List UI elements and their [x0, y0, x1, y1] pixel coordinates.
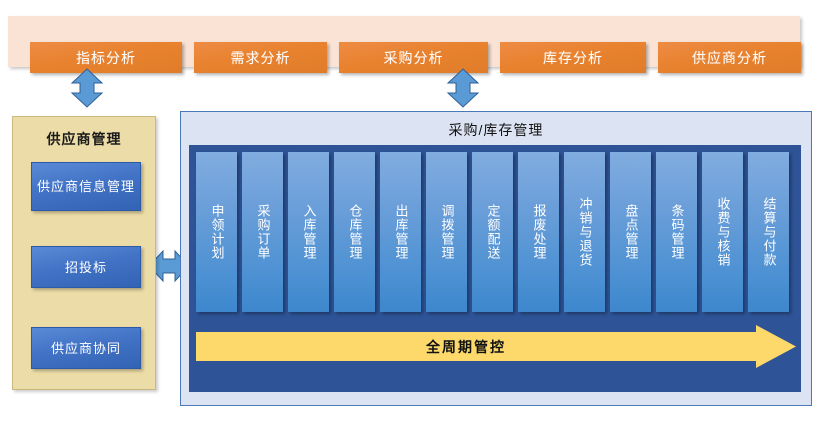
double-arrow-up-down-icon-right: [445, 68, 481, 108]
sidebar-item-bidding[interactable]: 招投标: [31, 246, 141, 288]
purchase-inventory-panel: 采购/库存管理 申领计划 采购订单 入库管理 仓库管理 出库管理 调拨管理 定额…: [180, 111, 812, 406]
supplier-management-panel: 供应商管理 供应商信息管理 招投标 供应商协同: [12, 116, 156, 390]
module-container: 申领计划 采购订单 入库管理 仓库管理 出库管理 调拨管理 定额配送 报废处理 …: [189, 145, 801, 392]
lifecycle-arrow-label: 全周期管控: [426, 338, 506, 355]
double-arrow-up-down-icon-left: [69, 68, 105, 108]
module-column-stocktaking[interactable]: 盘点管理: [610, 152, 651, 312]
module-column-settlement[interactable]: 结算与付款: [748, 152, 789, 312]
supplier-management-title: 供应商管理: [46, 131, 122, 147]
module-column-outbound[interactable]: 出库管理: [380, 152, 421, 312]
module-column-scrap[interactable]: 报废处理: [518, 152, 559, 312]
module-column-group: 申领计划 采购订单 入库管理 仓库管理 出库管理 调拨管理 定额配送 报废处理 …: [196, 152, 796, 312]
sidebar-item-supplier-info[interactable]: 供应商信息管理: [31, 162, 141, 211]
module-column-warehouse[interactable]: 仓库管理: [334, 152, 375, 312]
module-column-requisition-plan[interactable]: 申领计划: [196, 152, 237, 312]
analysis-supplier-button[interactable]: 供应商分析: [658, 42, 801, 73]
module-column-transfer[interactable]: 调拨管理: [426, 152, 467, 312]
sidebar-item-collaboration[interactable]: 供应商协同: [31, 327, 141, 369]
analysis-bar: 指标分析 需求分析 采购分析 库存分析 供应商分析: [8, 16, 801, 73]
analysis-metric-button[interactable]: 指标分析: [30, 42, 182, 73]
module-column-inbound[interactable]: 入库管理: [288, 152, 329, 312]
purchase-inventory-title: 采购/库存管理: [448, 122, 544, 138]
module-column-writeoff-return[interactable]: 冲销与退货: [564, 152, 605, 312]
analysis-purchase-button[interactable]: 采购分析: [339, 42, 488, 73]
lifecycle-arrow: 全周期管控: [196, 325, 796, 368]
analysis-inventory-button[interactable]: 库存分析: [500, 42, 646, 73]
module-column-charge-writeoff[interactable]: 收费与核销: [702, 152, 743, 312]
module-column-barcode[interactable]: 条码管理: [656, 152, 697, 312]
module-column-quota-delivery[interactable]: 定额配送: [472, 152, 513, 312]
module-column-purchase-order[interactable]: 采购订单: [242, 152, 283, 312]
analysis-demand-button[interactable]: 需求分析: [194, 42, 327, 73]
